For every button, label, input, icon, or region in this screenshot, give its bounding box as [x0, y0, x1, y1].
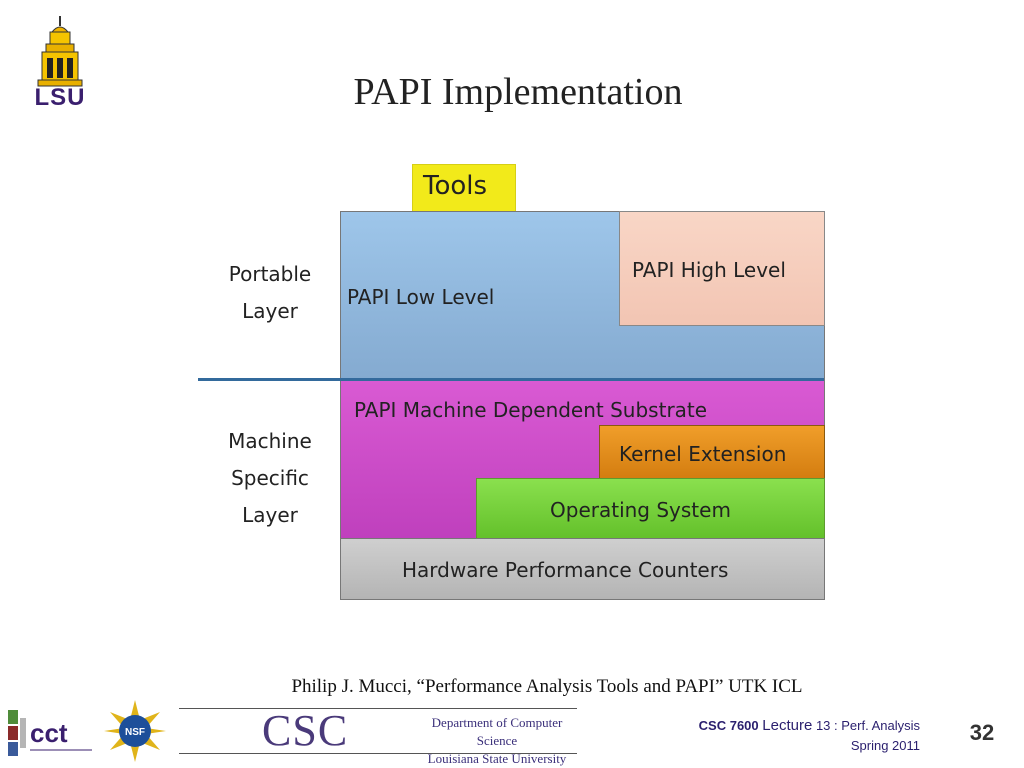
slide-title: PAPI Implementation: [353, 71, 683, 113]
nsf-logo-text: NSF: [125, 727, 145, 738]
tools-box: Tools: [412, 164, 516, 212]
cct-logo: cct: [8, 708, 94, 760]
lecture-detail: 13 : Perf. Analysis: [815, 718, 920, 733]
course-code: CSC 7600: [698, 718, 759, 733]
papi-low-level-label: PAPI Low Level: [347, 285, 495, 309]
lecture-word: Lecture: [762, 717, 813, 734]
hardware-counters-box: [340, 538, 825, 600]
machine-layer-line: Machine: [228, 429, 312, 453]
lecture-line: CSC 7600 Lecture 13 : Perf. Analysis: [600, 716, 920, 736]
department-line: Department of Computer Science: [431, 715, 563, 748]
portable-layer-line: Layer: [242, 299, 298, 323]
page-number: 32: [969, 720, 995, 745]
lecture-info: CSC 7600 Lecture 13 : Perf. Analysis Spr…: [600, 716, 920, 756]
portable-layer-line: Portable: [228, 262, 312, 286]
csc-logo-text: CSC: [262, 706, 349, 755]
papi-high-level-label: PAPI High Level: [632, 258, 786, 282]
citation: Philip J. Mucci, “Performance Analysis T…: [291, 676, 803, 697]
operating-system-box: [476, 478, 825, 540]
machine-dependent-substrate-label: PAPI Machine Dependent Substrate: [354, 398, 708, 422]
nsf-logo: NSF: [104, 700, 166, 762]
department-text: Department of Computer Science Louisiana…: [414, 714, 580, 768]
hardware-counters-label: Hardware Performance Counters: [402, 558, 729, 582]
operating-system-label: Operating System: [550, 498, 731, 522]
term: Spring 2011: [850, 738, 920, 753]
kernel-extension-label: Kernel Extension: [619, 442, 787, 466]
lsu-logo-text: LSU: [34, 84, 86, 111]
university-line: Louisiana State University: [427, 751, 567, 766]
kernel-extension-box: [599, 425, 825, 479]
cct-logo-text: cct: [30, 718, 68, 748]
papi-high-level-box: [619, 211, 825, 326]
csc-banner: [179, 708, 577, 754]
portable-layer-label: Portable Layer: [215, 256, 325, 330]
machine-layer-line: Specific: [231, 466, 309, 490]
lsu-tower-icon: [28, 14, 92, 112]
tools-label: Tools: [423, 171, 488, 201]
layer-divider: [198, 378, 824, 381]
machine-layer-line: Layer: [242, 503, 298, 527]
machine-layer-label: Machine Specific Layer: [215, 423, 325, 534]
